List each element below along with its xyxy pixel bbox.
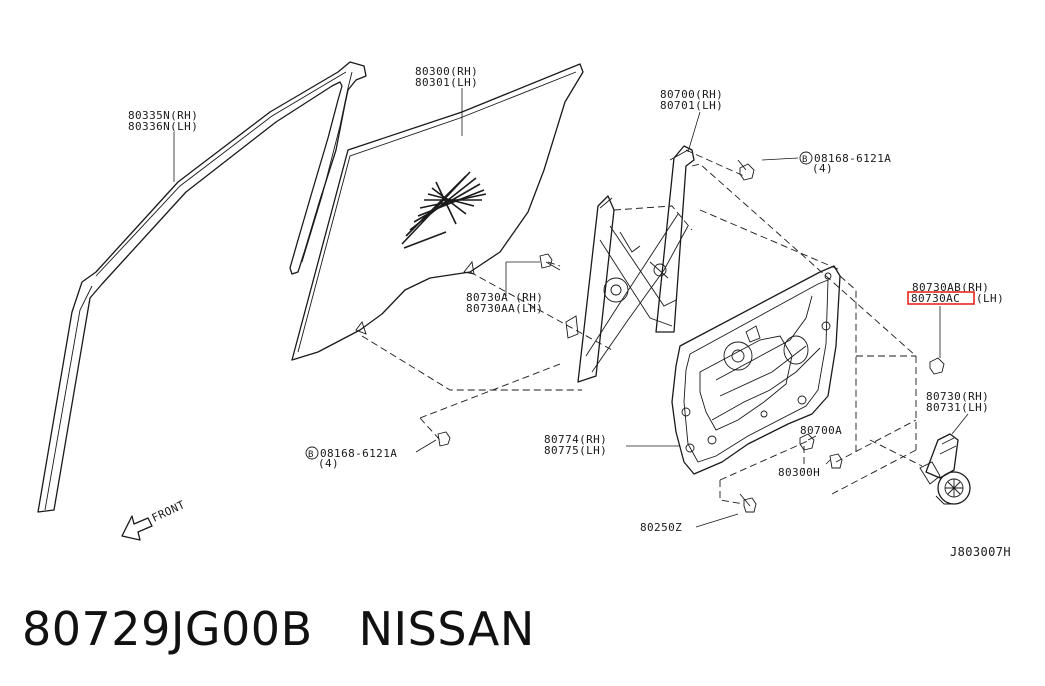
- glass-run-channel[interactable]: [37, 61, 367, 513]
- leader-lines: [173, 88, 969, 528]
- door-module-carrier[interactable]: [671, 265, 841, 475]
- front-arrow: FRONT: [121, 498, 187, 541]
- highlight-box: [907, 291, 975, 305]
- label-bolt-mid-rh: 80730A (RH): [466, 291, 543, 304]
- bolt-top[interactable]: [737, 159, 755, 181]
- part-footer: 80729JG00B NISSAN: [22, 598, 535, 660]
- front-label: FRONT: [150, 498, 187, 525]
- label-motor-rh: 80730(RH): [926, 390, 989, 403]
- window-regulator[interactable]: [565, 145, 695, 383]
- label-regulator-rh: 80700(RH): [660, 88, 723, 101]
- bolt-top-marker: B: [802, 155, 808, 165]
- regulator-motor[interactable]: [919, 433, 971, 505]
- label-bolt-mid-lh: 80730AA(LH): [466, 302, 543, 315]
- label-bolt-right-rh: 80730AB(RH): [912, 281, 989, 294]
- door-glass[interactable]: [291, 63, 584, 361]
- bolt-mid[interactable]: [539, 253, 561, 271]
- label-bolt-right-lh-code: 80730AC: [911, 292, 960, 305]
- label-clip: 80300H: [778, 466, 820, 479]
- bolt-right[interactable]: [929, 357, 945, 375]
- bolt-bottom-qty: (4): [318, 457, 339, 470]
- label-carrier-rh: 80774(RH): [544, 433, 607, 446]
- label-bolt-top: B 08168-6121A (4): [799, 151, 891, 175]
- clip-80300h[interactable]: [829, 453, 843, 469]
- bolt-top-qty: (4): [812, 162, 833, 175]
- label-carrier-lh: 80775(LH): [544, 444, 607, 457]
- label-door-glass-rh: 80300(RH): [415, 65, 478, 78]
- glass-hatching: [401, 171, 487, 249]
- label-motor-lh: 80731(LH): [926, 401, 989, 414]
- label-bolt-right-lh-side: (LH): [976, 292, 1004, 305]
- label-nut: 80700A: [800, 424, 842, 437]
- label-regulator-lh: 80701(LH): [660, 99, 723, 112]
- bolt-bottom-marker: B: [308, 450, 314, 460]
- part-number: 80729JG00B: [22, 602, 313, 656]
- label-bolt-bottom: B 08168-6121A (4): [305, 446, 397, 470]
- nut-80700a[interactable]: [799, 433, 815, 451]
- bolt-bottom-code: 08168-6121A: [320, 447, 397, 460]
- label-glass-run-rh: 80335N(RH): [128, 109, 198, 122]
- brand-name: NISSAN: [358, 602, 535, 656]
- diagram-code: J803007H: [950, 545, 1011, 559]
- label-door-glass-lh: 80301(LH): [415, 76, 478, 89]
- label-screw: 80250Z: [640, 521, 682, 534]
- bolt-bottom[interactable]: [437, 431, 451, 447]
- assembly-guides: [361, 149, 923, 505]
- bolt-top-code: 08168-6121A: [814, 152, 891, 165]
- screw-80250z[interactable]: [739, 493, 757, 513]
- label-glass-run-lh: 80336N(LH): [128, 120, 198, 133]
